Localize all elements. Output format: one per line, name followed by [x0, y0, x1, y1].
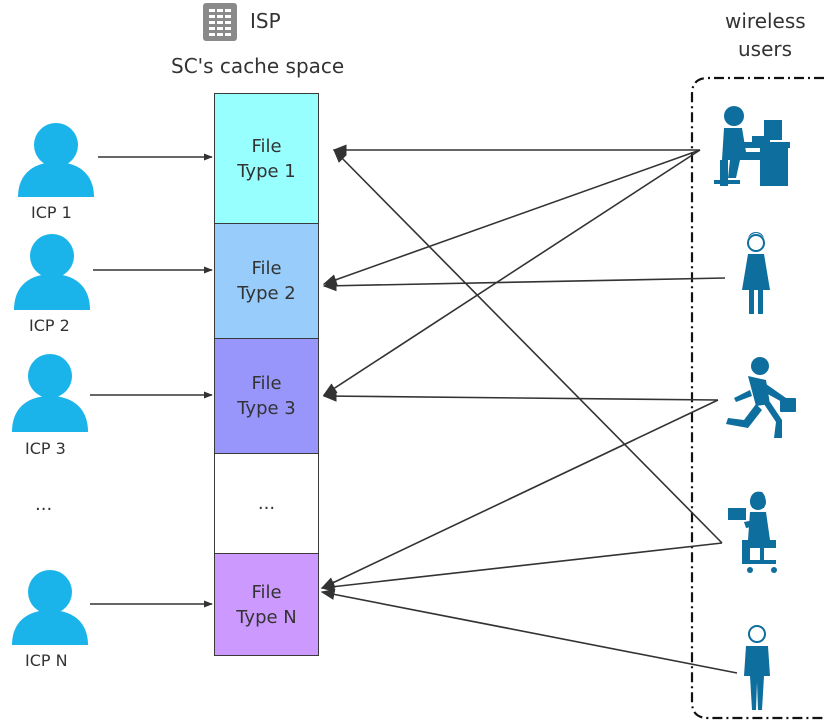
icp-ellipsis-label: ...: [35, 494, 53, 515]
cache-cell-ellipsis: ...: [214, 453, 319, 554]
user-3-to-type-3-arrow: [322, 390, 719, 402]
cache-cell-line1: File: [251, 373, 282, 394]
running-businessman-icon: [726, 357, 796, 438]
cache-cell-type-n: File Type N: [214, 553, 319, 656]
icp-n-label: ICP N: [25, 651, 68, 670]
icp-1-label: ICP 1: [31, 203, 72, 222]
laptop-woman-icon: [728, 491, 777, 573]
standing-man-icon: [744, 625, 770, 710]
user-3-to-type-n-arrow: [320, 399, 719, 589]
cache-cell-line1: File: [251, 581, 282, 603]
cache-cell-type-1: File Type 1: [214, 93, 319, 224]
user-4-to-type-1-arrow: [333, 149, 723, 544]
cache-cell-type-2: File Type 2: [214, 223, 319, 339]
icp-2-person-icon: [14, 234, 90, 310]
cache-cell-type-3: File Type 3: [214, 338, 319, 454]
cache-space-title: SC's cache space: [171, 54, 345, 78]
user-1-to-type-3-arrow: [322, 149, 701, 396]
cache-cell-line2: Type N: [236, 606, 297, 628]
icp-3-label: ICP 3: [25, 439, 66, 458]
isp-label: ISP: [250, 9, 281, 33]
cache-cell-line1: File: [251, 135, 282, 157]
user-2-to-type-2-arrow: [322, 277, 726, 292]
icp-n-person-icon: [12, 570, 88, 645]
desk-worker-icon: [714, 106, 790, 186]
cache-cell-line1: File: [251, 258, 282, 279]
icp-2-label: ICP 2: [29, 316, 70, 335]
cache-cell-line2: Type 3: [237, 398, 296, 419]
icp-3-person-icon: [12, 354, 88, 432]
wireless-users-boundary: [690, 76, 824, 720]
wireless-users-label-line2: users: [738, 37, 793, 61]
woman-icon: [742, 232, 770, 314]
server-icon: [203, 3, 237, 41]
user-4-to-type-n-arrow: [320, 542, 723, 593]
cache-cell-line2: Type 1: [237, 160, 296, 182]
icp-1-person-icon: [18, 123, 94, 197]
wireless-users-label-line1: wireless: [725, 9, 806, 33]
user-5-to-type-n-arrow: [320, 588, 738, 674]
user-1-to-type-2-arrow: [322, 149, 701, 286]
cache-cell-line2: Type 2: [237, 283, 296, 304]
cache-cell-line1: ...: [257, 493, 276, 514]
